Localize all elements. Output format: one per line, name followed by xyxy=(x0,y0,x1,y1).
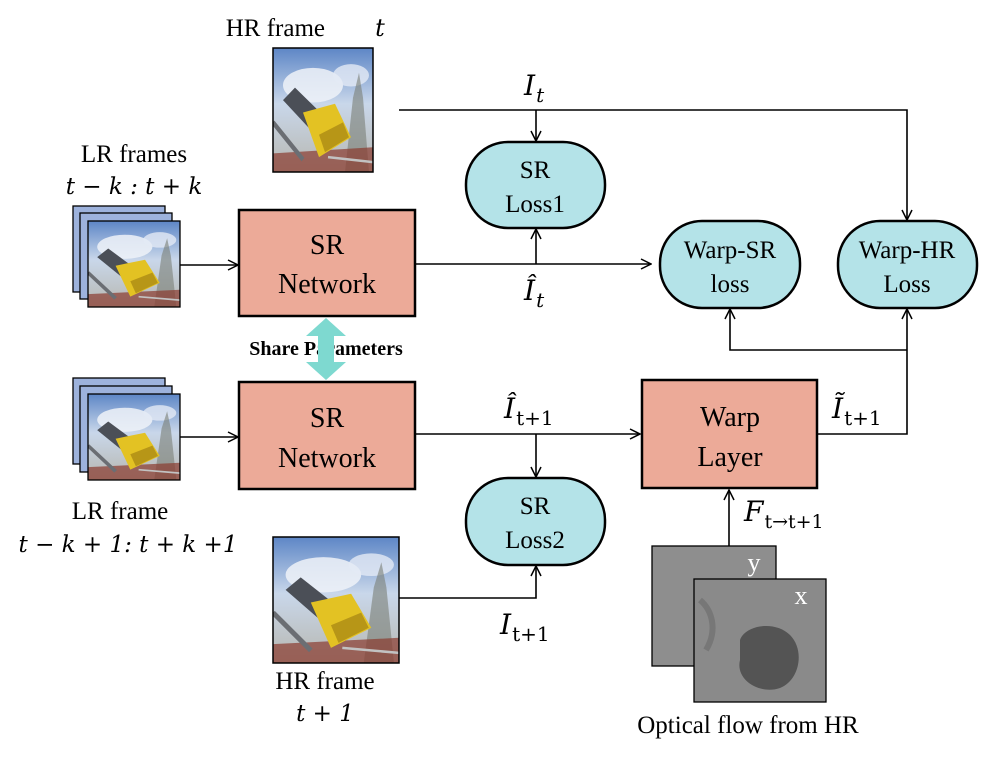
warp-sr-loss: Warp-SR loss xyxy=(658,219,802,310)
optical-flow-images: y x xyxy=(651,545,827,703)
label-I-t1: It+1 xyxy=(499,608,550,646)
sr-loss1-line2: Loss1 xyxy=(505,191,565,218)
warp-hr-loss-line1: Warp-HR xyxy=(859,237,956,264)
hr-frame-t-variable: t xyxy=(375,14,385,42)
label-Itilde-t1: Ĩt+1 xyxy=(831,392,882,430)
label-F-flow: Ft→t+1 xyxy=(743,495,824,533)
warp-sr-loss-line1: Warp-SR xyxy=(684,237,777,264)
hr-frame-t1-image xyxy=(272,536,400,664)
warp-layer-line1: Warp xyxy=(700,402,760,433)
sr-network-1-line1: SR xyxy=(310,230,345,261)
warp-hr-loss-line2: Loss xyxy=(883,271,930,298)
sr-network-2-line2: Network xyxy=(278,443,376,474)
hr-frame-t1-variable: t + 1 xyxy=(296,701,354,727)
sr-loss2-line2: Loss2 xyxy=(505,527,565,554)
warp-sr-loss-line2: loss xyxy=(711,271,750,298)
hr-frame-t-image xyxy=(272,47,374,173)
sr-loss2-line1: SR xyxy=(520,493,551,520)
label-I-t: It xyxy=(523,69,545,107)
hr-frame-t1-label: HR frame xyxy=(275,668,374,695)
sr-network-2: SR Network xyxy=(237,380,417,491)
flow-x-label: x xyxy=(795,581,808,610)
lr-frames-range: t − k : t + k xyxy=(66,174,203,200)
warp-layer: Warp Layer xyxy=(640,378,819,490)
lr-frames-stack-top xyxy=(72,205,181,308)
sr-network-2-line1: SR xyxy=(310,403,345,434)
flow-y-label: y xyxy=(748,548,761,577)
lr-frame-label: LR frame xyxy=(72,498,168,525)
sr-loss2: SR Loss2 xyxy=(464,476,607,567)
connectors xyxy=(180,109,907,599)
sr-network-1-line2: Network xyxy=(278,269,376,300)
sr-network-1: SR Network xyxy=(237,208,417,318)
lr-frames-stack-bottom xyxy=(72,377,181,481)
share-parameters-arrow xyxy=(306,318,346,380)
sr-loss1: SR Loss1 xyxy=(464,140,607,230)
hr-frame-t-label: HR frame xyxy=(226,15,325,42)
lr-frame-range: t − k + 1: t + k +1 xyxy=(19,532,238,558)
warp-hr-loss: Warp-HR Loss xyxy=(836,219,979,310)
label-Ihat-t: Ît xyxy=(523,274,545,312)
sr-loss1-line1: SR xyxy=(520,157,551,184)
lr-frames-label: LR frames xyxy=(81,141,187,168)
label-Ihat-t1: Ît+1 xyxy=(503,392,554,430)
warp-layer-line2: Layer xyxy=(697,442,763,473)
optical-flow-label: Optical flow from HR xyxy=(637,712,859,739)
